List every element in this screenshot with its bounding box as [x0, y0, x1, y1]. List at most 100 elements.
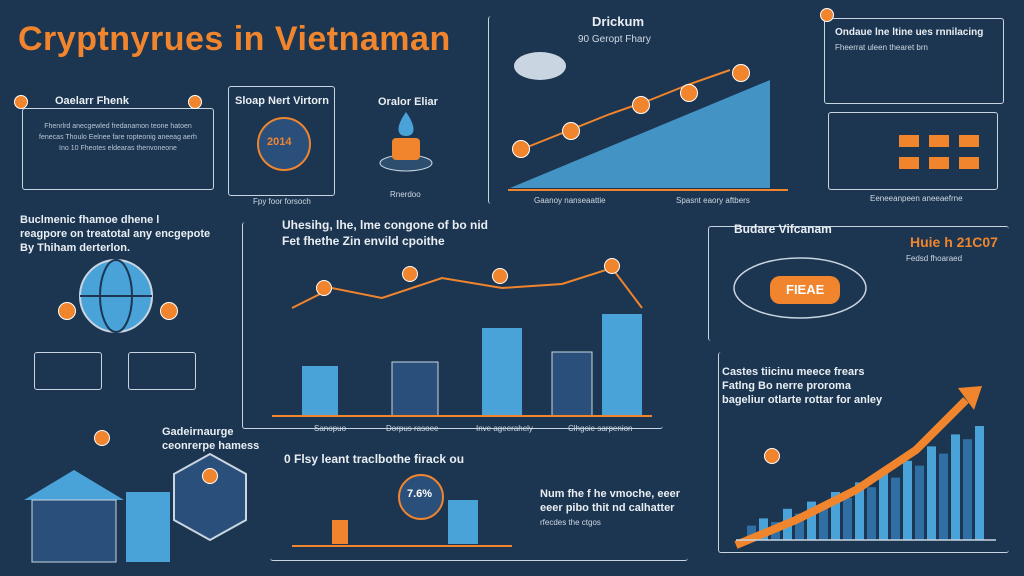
chart-bar [891, 477, 900, 540]
chart-bar [855, 482, 864, 540]
coin-icon [160, 302, 178, 320]
year-badge-circle [257, 117, 311, 171]
growth-line2: Fatlng Bo nerre proroma [722, 380, 851, 392]
table-cell [929, 157, 949, 169]
gear-icon [820, 8, 834, 22]
chart-bar [879, 470, 888, 540]
city-label-4: Clhgoie sarpenion [568, 424, 633, 433]
global-box-left [34, 352, 102, 390]
coin-icon [58, 302, 76, 320]
houses-heading: Gadeirnaurge [162, 426, 234, 438]
story-badge-circle [398, 474, 444, 520]
story-panel [270, 444, 688, 561]
coin-icon [732, 64, 750, 82]
table-cell [959, 157, 979, 169]
story-body3: rfecdes the ctgos [540, 518, 601, 527]
coin-icon [202, 468, 218, 484]
topright-sub: Fheerrat uleen thearet brn [835, 43, 928, 52]
table-cell [959, 135, 979, 147]
table-cell [899, 157, 919, 169]
timeline-subheading: 90 Geropt Fhary [578, 34, 651, 45]
story-heading: 0 Flsy leant traclbothe firack ou [284, 452, 465, 466]
story-badge: 7.6% [407, 488, 433, 500]
growth-panel [718, 352, 1009, 553]
coin-icon [316, 280, 332, 296]
chart-bar [843, 498, 852, 540]
city-heading2: Fet fhethe Zin envild cpoithe [282, 234, 445, 248]
slope-heading: Sloap Nert Virtorn [235, 95, 329, 107]
coin-icon [604, 258, 620, 274]
oracle-heading: Oralor Eliar [378, 96, 438, 108]
vietnam-badge: FIEAE [786, 282, 825, 297]
arrow-head-icon [958, 386, 982, 410]
vietnam-stat-sub: Fedsd fhoaraed [906, 254, 963, 263]
gear-icon [14, 95, 28, 109]
city-panel [242, 222, 663, 429]
topright-caption: Eeneeanpeen aneeaefrne [870, 194, 963, 203]
chart-bar [927, 446, 936, 540]
vietnam-stat: Huie h 21C07 [910, 234, 998, 250]
fintech-body: Fhenrlrd anecgewled fredanamon teone hat… [39, 123, 197, 152]
coin-icon [402, 266, 418, 282]
chart-bar [807, 501, 816, 540]
story-body1: Num fhe f he vmoche, eeer [540, 488, 680, 500]
gear-icon [188, 95, 202, 109]
houses-graphic [24, 452, 247, 563]
chart-bar [795, 513, 804, 540]
chart-bar [939, 453, 948, 540]
vietnam-graphic [733, 257, 867, 319]
table-cell [899, 135, 919, 147]
timeline-heading: Drickum [592, 14, 645, 29]
fintech-panel: Oaelarr Fhenk Fhenrlrd anecgewled fredan… [22, 95, 214, 190]
chart-bar [819, 506, 828, 540]
oracle-icon [379, 112, 433, 172]
chart-bar [747, 525, 756, 540]
global-heading: Buclmenic fhamoe dhene l [20, 214, 160, 226]
table-cell [929, 135, 949, 147]
chart-bar [963, 439, 972, 540]
year-badge: 2014 [267, 136, 292, 148]
coin-icon [632, 96, 650, 114]
global-line3: By Thiham derterlon. [20, 242, 131, 254]
chart-bar [831, 492, 840, 540]
global-line2: reagpore on treatotal any encgepote [20, 228, 211, 240]
globe-icon [79, 259, 153, 333]
coin-icon [562, 122, 580, 140]
story-graphic [292, 500, 512, 547]
city-graphic [272, 266, 652, 417]
chart-bar [951, 434, 960, 540]
fintech-heading: Oaelarr Fhenk [51, 95, 133, 107]
chart-bar [867, 487, 876, 540]
chart-bar [975, 426, 984, 540]
timeline-xlabel-right: Spasnt eaory aftbers [676, 196, 750, 205]
timeline-graphic [508, 52, 788, 191]
topright-panel: Ondaue lne ltine ues rnnilacing Fheerrat… [824, 18, 1004, 104]
city-label-3: Inve ageerahely [476, 424, 533, 433]
chart-bar [915, 465, 924, 540]
topright-heading: Ondaue lne ltine ues rnnilacing [835, 27, 984, 38]
growth-line3: bageliur otlarte rottar for anley [722, 394, 883, 406]
growth-heading: Castes tiicinu meece frears [722, 366, 865, 378]
timeline-xlabel-left: Gaanoy nanseaattie [534, 196, 606, 205]
coin-icon [764, 448, 780, 464]
houses-sub: ceonrerpe hamess [162, 440, 260, 452]
chart-bar [759, 518, 768, 540]
slope-panel: Sloap Nert Virtorn 2014 Fpy foor forsoch [228, 86, 335, 206]
trend-arrow [734, 397, 969, 549]
vietnam-panel [708, 226, 1009, 341]
chart-bar [903, 460, 912, 540]
global-box-right [128, 352, 196, 390]
slope-caption: Fpy foor forsoch [253, 197, 311, 206]
story-body2: eeer pibo thit nd calhatter [540, 502, 675, 514]
oracle-caption: Rnerdoo [390, 190, 421, 199]
topright-table [828, 112, 998, 190]
page-title: Cryptnyrues in Vietnaman [18, 20, 451, 58]
city-label-1: Sanopuo [314, 424, 347, 433]
growth-chart [734, 386, 996, 549]
coin-icon [680, 84, 698, 102]
vietnam-heading: Budare Vifcanam [734, 222, 832, 236]
city-label-2: Dorpus rasoee [386, 424, 439, 433]
city-heading: Uhesihg, lhe, lme congone of bo nid [282, 218, 489, 232]
coin-icon [512, 140, 530, 158]
coin-icon [492, 268, 508, 284]
